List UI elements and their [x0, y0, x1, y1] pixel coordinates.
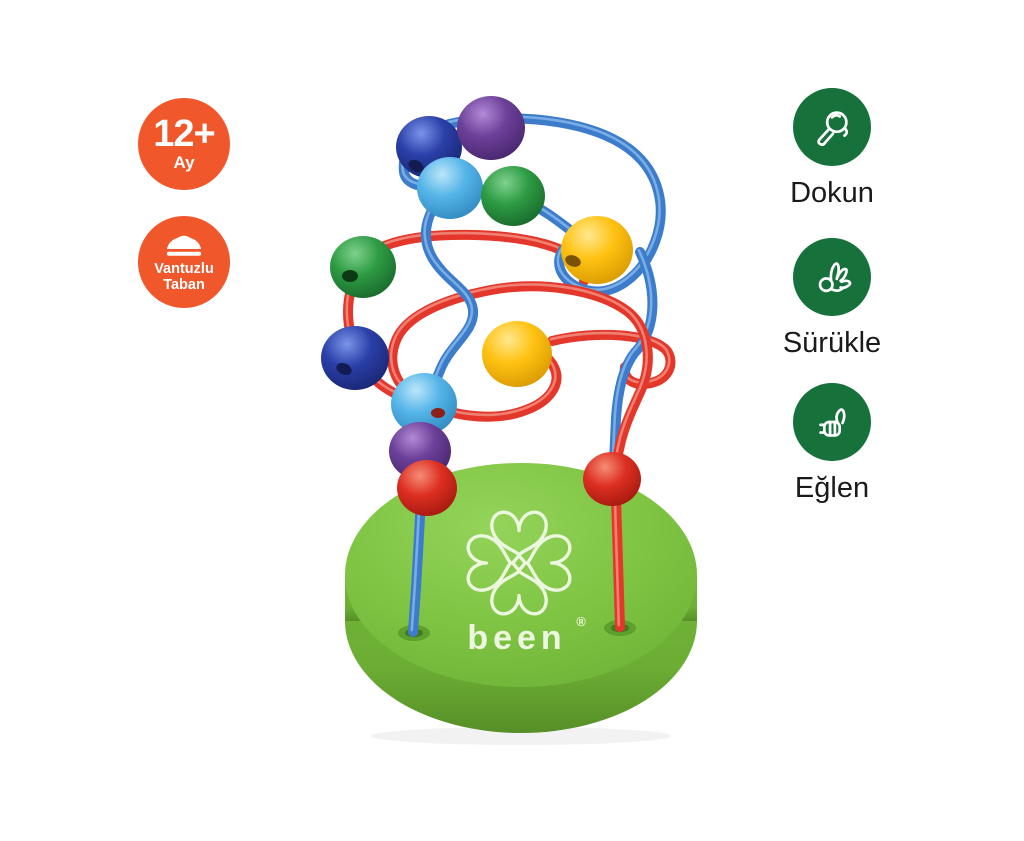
suction-base-badge: Vantuzlu Taban — [138, 216, 230, 308]
thumbs-up-icon — [819, 408, 846, 437]
bead-hole — [431, 408, 445, 418]
bead-purple-top — [457, 96, 525, 160]
feature-label-drag: Sürükle — [782, 327, 882, 359]
bead-navy-left — [321, 326, 389, 390]
bead-green-top — [481, 166, 545, 226]
base-shadow — [371, 727, 671, 745]
age-badge-value: 12+ — [153, 113, 215, 156]
bead-hole — [336, 362, 352, 376]
feature-drag: Sürükle — [772, 238, 892, 358]
toy-base: been ® — [345, 463, 697, 733]
suction-badge-label-line2: Taban — [163, 277, 205, 293]
bead-lightblue-middle — [391, 373, 457, 435]
clover-logo — [466, 510, 572, 616]
bead-red-stack — [397, 460, 457, 516]
suction-cup-icon — [166, 235, 202, 256]
suction-badge-label-line1: Vantuzlu — [154, 260, 214, 277]
feature-fun: Eğlen — [772, 383, 892, 503]
bead-hole — [565, 255, 581, 267]
feature-label-fun: Eğlen — [794, 472, 870, 504]
touch-hand-icon — [817, 111, 848, 147]
bead-lightblue-top — [417, 157, 483, 219]
age-badge: 12+ Ay — [138, 98, 230, 190]
bead-green-left — [330, 236, 396, 298]
bead-hole — [408, 159, 424, 173]
bead-yellow-right — [561, 216, 633, 284]
brand-logo-text: been — [467, 619, 566, 657]
age-badge-unit: Ay — [173, 153, 195, 173]
feature-label-touch: Dokun — [790, 177, 874, 209]
drag-feature-circle — [793, 238, 871, 316]
maze-beads — [321, 96, 641, 516]
registered-trademark: ® — [576, 614, 586, 629]
ok-hand-icon — [818, 262, 852, 293]
bead-hole — [342, 270, 358, 282]
fun-feature-circle — [793, 383, 871, 461]
bead-red-base — [583, 452, 641, 506]
feature-touch: Dokun — [772, 88, 892, 208]
touch-feature-circle — [793, 88, 871, 166]
bead-yellow-middle — [482, 321, 552, 387]
